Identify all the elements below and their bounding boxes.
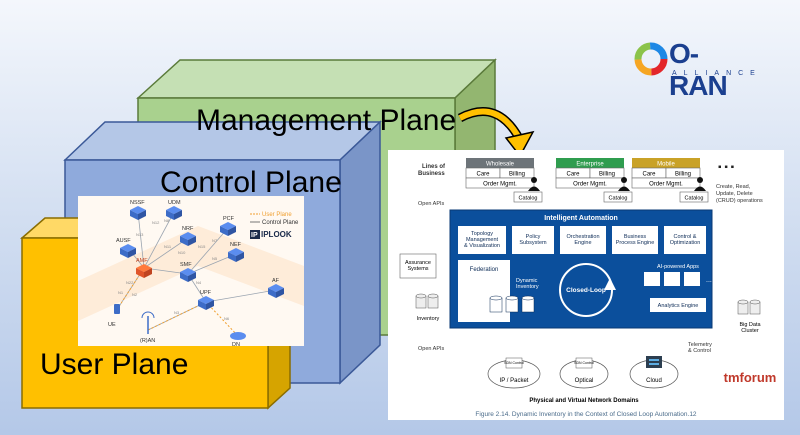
- svg-text:N7: N7: [212, 238, 218, 243]
- svg-text:Care: Care: [566, 172, 580, 178]
- svg-text:Mobile: Mobile: [657, 162, 675, 168]
- figure-caption: Figure 2.14. Dynamic Inventory in the Co…: [475, 411, 697, 418]
- node-af: AF: [272, 278, 280, 284]
- svg-text:Telemetry& Control: Telemetry& Control: [688, 342, 712, 354]
- svg-text:Open APIs: Open APIs: [418, 346, 445, 352]
- svg-text:Billing: Billing: [509, 172, 525, 178]
- node-nrf: NRF: [182, 226, 194, 232]
- svg-text:SDN Control: SDN Control: [504, 361, 524, 365]
- control-plane-label: Control Plane: [160, 166, 342, 199]
- node-udm: UDM: [168, 200, 181, 206]
- svg-text:SDN Control: SDN Control: [574, 361, 594, 365]
- svg-text:Order Mgmt.: Order Mgmt.: [483, 182, 517, 188]
- svg-text:N4: N4: [196, 280, 202, 285]
- svg-text:IP / Packet: IP / Packet: [500, 378, 529, 384]
- svg-text:Inventory: Inventory: [417, 316, 440, 322]
- diagram-legend: User Plane Control Plane: [250, 212, 299, 226]
- svg-text:Billing: Billing: [599, 172, 615, 178]
- svg-text:Wholesale: Wholesale: [486, 162, 515, 168]
- business-card-enterprise: Enterprise Care Billing Order Mgmt. Cata…: [555, 158, 633, 203]
- svg-text:User Plane: User Plane: [262, 212, 292, 218]
- svg-text:N15: N15: [198, 244, 206, 249]
- svg-text:N13: N13: [136, 232, 144, 237]
- node-smf: SMF: [180, 262, 192, 268]
- svg-text:Order Mgmt.: Order Mgmt.: [649, 182, 683, 188]
- svg-text:Control Plane: Control Plane: [262, 220, 299, 226]
- node-pcf: PCF: [223, 216, 235, 222]
- svg-text:Catalog: Catalog: [609, 196, 628, 202]
- svg-text:N12: N12: [152, 220, 160, 225]
- svg-text:Optical: Optical: [575, 378, 594, 384]
- svg-text:Enterprise: Enterprise: [576, 162, 604, 168]
- svg-text:Federation: Federation: [470, 267, 499, 273]
- business-card-wholesale: Wholesale Care Billing Order Mgmt. Catal…: [465, 158, 543, 203]
- crud-note: Create, Read,Update, Delete(CRUD) operat…: [716, 184, 763, 204]
- oran-logo-subtext: ALLIANCE: [672, 70, 762, 77]
- node-nef: NEF: [230, 242, 242, 248]
- svg-text:N11: N11: [164, 244, 172, 249]
- svg-text:N2: N2: [132, 292, 138, 297]
- svg-text:N6: N6: [224, 316, 230, 321]
- svg-text:AI-powered Apps: AI-powered Apps: [657, 264, 699, 270]
- svg-text:N5: N5: [212, 256, 218, 261]
- svg-text:IP: IP: [251, 232, 258, 239]
- closed-loop-label: Closed-Loop: [566, 287, 606, 294]
- management-plane-label: Management Plane: [196, 104, 457, 137]
- 5g-core-network-diagram: NSSF UDM AUSF NRF PCF AMF SMF NEF AF UPF…: [78, 196, 304, 346]
- svg-text:Care: Care: [642, 172, 656, 178]
- svg-text:N3: N3: [174, 310, 180, 315]
- user-plane-label: User Plane: [40, 348, 189, 381]
- svg-text:Billing: Billing: [675, 172, 691, 178]
- cloud-stack-icon: [646, 356, 662, 368]
- node-upf: UPF: [200, 290, 212, 296]
- oran-ring-icon: [634, 42, 668, 76]
- svg-text:Catalog: Catalog: [519, 196, 538, 202]
- node-ran: (R)AN: [140, 338, 155, 344]
- svg-text:Control &Optimization: Control &Optimization: [670, 234, 701, 246]
- svg-text:Order Mgmt.: Order Mgmt.: [573, 182, 607, 188]
- open-apis-top: Open APIs: [418, 201, 445, 207]
- iplook-brand: IPLOOK: [261, 230, 292, 239]
- svg-text:...: ...: [706, 277, 712, 284]
- svg-text:Cloud: Cloud: [646, 378, 662, 384]
- svg-text:Physical and Virtual Network D: Physical and Virtual Network Domains: [529, 398, 639, 404]
- node-amf: AMF: [136, 258, 148, 264]
- node-dn: DN: [232, 342, 240, 346]
- svg-text:Analytics Engine: Analytics Engine: [658, 303, 699, 309]
- svg-text:N10: N10: [178, 250, 186, 255]
- svg-text:N22: N22: [126, 280, 134, 285]
- oran-alliance-logo: O-RAN ALLIANCE: [632, 38, 755, 101]
- node-ue: UE: [108, 322, 116, 328]
- more-dots: ▪ ▪ ▪: [718, 162, 735, 173]
- node-ausf: AUSF: [116, 238, 131, 244]
- svg-text:N1: N1: [118, 290, 124, 295]
- core-nodes: [120, 206, 284, 310]
- svg-text:Intelligent Automation: Intelligent Automation: [544, 215, 618, 222]
- curved-arrow-icon: [457, 107, 535, 158]
- svg-text:Catalog: Catalog: [685, 196, 704, 202]
- oran-logo-text: O-RAN: [669, 38, 728, 101]
- node-nssf: NSSF: [130, 200, 145, 206]
- tmforum-logo: tmforum: [724, 370, 777, 385]
- svg-text:Care: Care: [476, 172, 490, 178]
- business-card-mobile: Mobile Care Billing Order Mgmt. Catalog: [631, 158, 709, 203]
- svg-text:N8: N8: [164, 218, 170, 223]
